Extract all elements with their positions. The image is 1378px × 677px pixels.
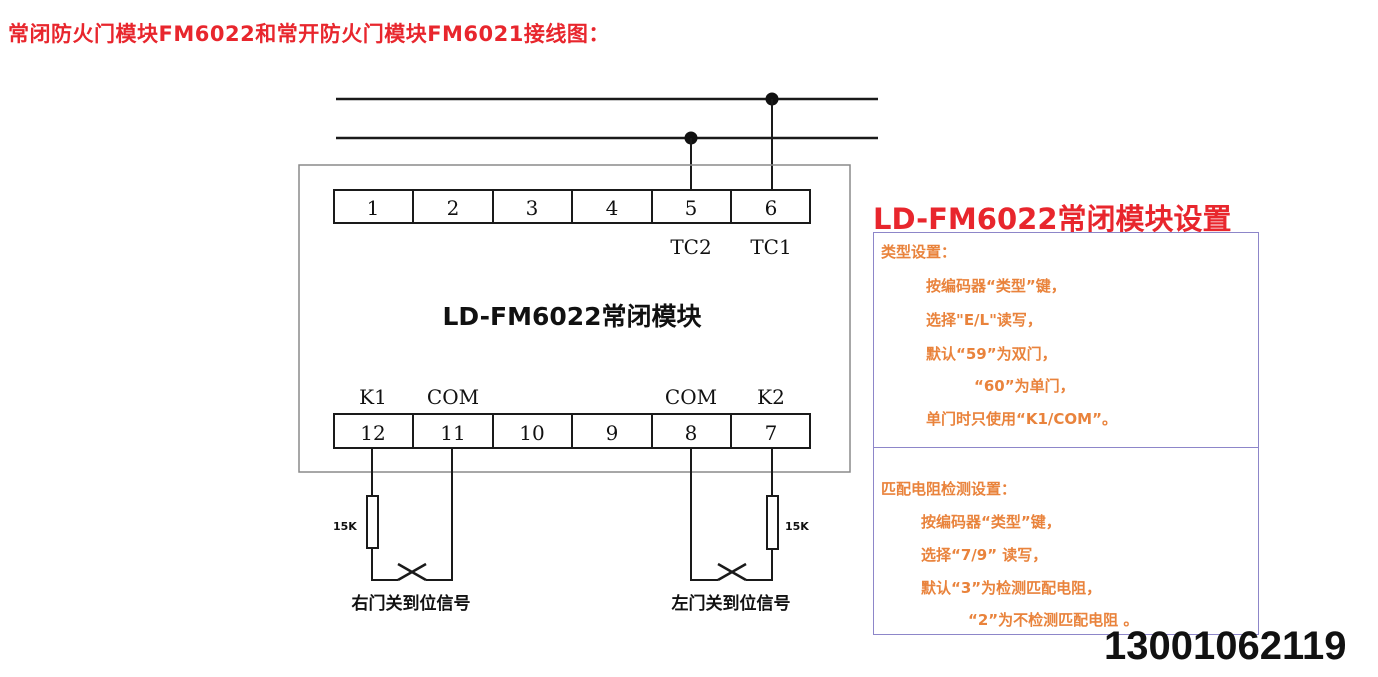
phone-number: 13001062119 xyxy=(1104,624,1347,668)
settings-divider xyxy=(873,447,1259,448)
page-title: 常闭防火门模块FM6022和常开防火门模块FM6021接线图： xyxy=(8,22,610,46)
terminal-4: 4 xyxy=(606,196,619,220)
match-settings-heading: 匹配电阻检测设置： xyxy=(881,480,1017,498)
terminal-3: 3 xyxy=(526,196,539,220)
terminal-9: 9 xyxy=(606,421,619,445)
terminal-1: 1 xyxy=(367,196,380,220)
signal-left-door: 左门关到位信号 xyxy=(672,593,791,614)
signal-right-door: 右门关到位信号 xyxy=(352,593,471,614)
type-settings-line: 单门时只使用“K1/COM”。 xyxy=(926,410,1117,428)
resistor-right xyxy=(766,495,779,550)
resistor-right-label: 15K xyxy=(785,520,809,533)
settings-title: LD-FM6022常闭模块设置 xyxy=(873,202,1232,236)
match-settings-line: 选择“7/9” 读写， xyxy=(921,546,1048,564)
type-settings-line: 选择"E/L"读写， xyxy=(926,311,1042,329)
type-settings-heading: 类型设置： xyxy=(881,243,957,261)
right-door-loop xyxy=(690,448,779,582)
terminal-label-com-left: COM xyxy=(427,385,479,409)
terminal-11: 11 xyxy=(440,421,465,445)
module-name: LD-FM6022常闭模块 xyxy=(442,302,701,331)
resistor-left-label: 15K xyxy=(333,520,357,533)
type-settings-line: 按编码器“类型”键， xyxy=(926,277,1066,295)
module-box xyxy=(298,164,851,473)
terminal-10: 10 xyxy=(519,421,544,445)
terminal-8: 8 xyxy=(685,421,698,445)
settings-box xyxy=(873,232,1259,635)
terminal-label-tc1: TC1 xyxy=(750,235,791,259)
resistor-left xyxy=(366,495,379,549)
bottom-terminal-block xyxy=(333,413,811,449)
terminal-label-com-right: COM xyxy=(665,385,717,409)
match-settings-line: “2”为不检测匹配电阻 。 xyxy=(968,611,1139,629)
terminal-6: 6 xyxy=(765,196,778,220)
left-door-loop xyxy=(366,448,453,582)
match-settings-line: 按编码器“类型”键， xyxy=(921,513,1061,531)
terminal-2: 2 xyxy=(447,196,460,220)
terminal-12: 12 xyxy=(360,421,385,445)
terminal-7: 7 xyxy=(765,421,778,445)
terminal-label-k2: K2 xyxy=(757,385,785,409)
type-settings-line: “60”为单门， xyxy=(974,377,1075,395)
terminal-5: 5 xyxy=(685,196,698,220)
type-settings-line: 默认“59”为双门， xyxy=(926,345,1057,363)
terminal-label-k1: K1 xyxy=(359,385,387,409)
top-terminal-block xyxy=(333,189,811,224)
terminal-label-tc2: TC2 xyxy=(670,235,711,259)
match-settings-line: 默认“3”为检测匹配电阻， xyxy=(921,579,1102,597)
